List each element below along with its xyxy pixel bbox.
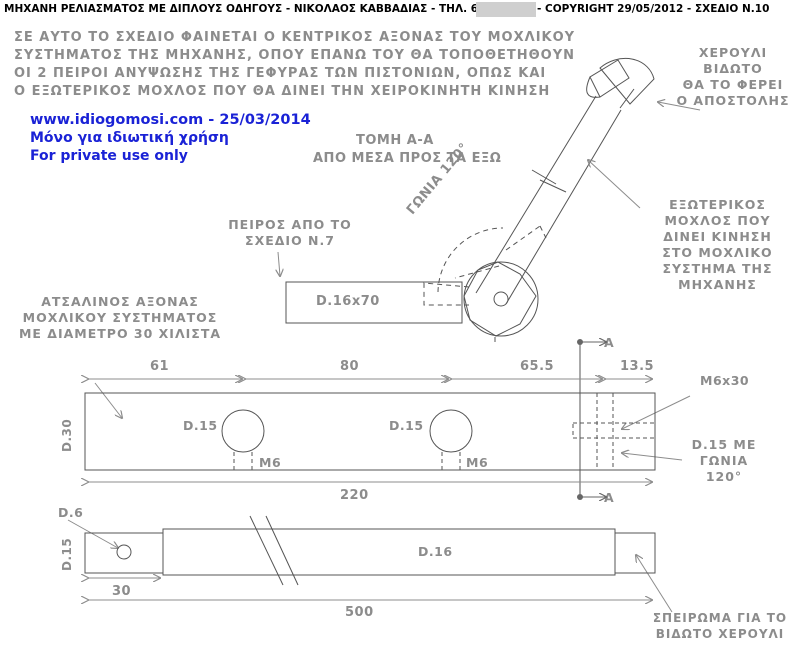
intro-line: ΣΕ ΑΥΤΟ ΤΟ ΣΧΕΔΙΟ ΦΑΙΝΕΤΑΙ Ο ΚΕΝΤΡΙΚΟΣ Α… xyxy=(14,30,576,45)
note-line: ΓΩΝΙΑ xyxy=(699,453,749,468)
thread-m6-1: M6 xyxy=(259,455,282,470)
lower-shaft xyxy=(84,515,656,586)
lever-note: ΕΞΩΤΕΡΙΚΟΣ ΜΟΧΛΟΣ ΠΟΥ ΔΙΝΕΙ ΚΙΝΗΣΗ ΣΤΟ Μ… xyxy=(655,197,780,293)
note-line: ΜΕ ΔΙΑΜΕΤΡΟ 30 ΧΙΛΙΣΤΑ xyxy=(18,326,222,341)
header-title: ΜΗΧΑΝΗ ΡΕΛΙΑΣΜΑΤΟΣ ΜΕ ΔΙΠΛΟΥΣ ΟΔΗΓΟΥΣ - … xyxy=(4,3,486,15)
note-line: ΑΤΣΑΛΙΝΟΣ ΑΞΟΝΑΣ xyxy=(41,294,199,309)
note-line: ΕΞΩΤΕΡΙΚΟΣ xyxy=(669,197,766,212)
dim-65-5: 65.5 xyxy=(520,359,555,374)
section-subtitle: ΑΠΟ ΜΕΣΑ ΠΡΟΣ ΤΑ ΕΞΩ xyxy=(313,151,502,166)
note-line: ΣΤΟ ΜΟΧΛΙΚΟ xyxy=(662,245,773,260)
shaft-leader xyxy=(94,382,122,418)
note-line: Ο ΑΠΟΣΤΟΛΗΣ xyxy=(676,93,790,108)
thread-m6-2: M6 xyxy=(466,455,489,470)
lever-ghost-position xyxy=(423,225,547,306)
dim-80: 80 xyxy=(340,359,360,374)
pin-leader xyxy=(278,251,280,276)
header-copyright: - COPYRIGHT 29/05/2012 - ΣΧΕΔΙΟ Ν.10 xyxy=(537,3,770,15)
pin-label: D.16x70 xyxy=(316,294,380,309)
pin-outline xyxy=(285,281,463,324)
hole-2-label: D.15 xyxy=(389,418,424,433)
d6-leader xyxy=(67,519,118,548)
intro-line: ΟΙ 2 ΠΕΙΡΟΙ ΑΝΥΨΩΣΗΣ ΤΗΣ ΓΕΦΥΡΑΣ ΤΩΝ ΠΙΣ… xyxy=(14,66,547,81)
intro-line: ΣΥΣΤΗΜΑΤΟΣ ΤΗΣ ΜΗΧΑΝΗΣ, ΟΠΟΥ ΕΠΑΝΩ ΤΟΥ Θ… xyxy=(14,48,576,63)
note-line: ΘΑ ΤΟ ΦΕΡΕΙ xyxy=(682,77,784,92)
section-line xyxy=(577,339,606,500)
lever-arm xyxy=(475,95,622,305)
dim-d16: D.16 xyxy=(418,544,453,559)
dim-d6: D.6 xyxy=(58,505,84,520)
main-shaft xyxy=(84,392,656,471)
note-line: ΣΧΕΔΙΟ Ν.7 xyxy=(245,233,335,248)
note-line: D.15 ΜΕ xyxy=(691,437,757,452)
handle-leader xyxy=(658,102,701,111)
note-line: 120° xyxy=(705,469,743,484)
dim-61: 61 xyxy=(150,359,170,374)
dim-220: 220 xyxy=(340,488,369,503)
note-line: ΣΥΣΤΗΜΑ ΤΗΣ xyxy=(662,261,773,276)
note-line: ΠΕΙΡΟΣ ΑΠΟ ΤΟ xyxy=(228,217,352,232)
shaft-note: ΑΤΣΑΛΙΝΟΣ ΑΞΟΝΑΣ ΜΟΧΛΙΚΟΥ ΣΥΣΤΗΜΑΤΟΣ ΜΕ … xyxy=(15,294,225,342)
note-line: ΒΙΔΩΤΟ ΧΕΡΟΥΛΙ xyxy=(655,627,785,641)
note-line: ΣΠΕΙΡΩΜΑ ΓΙΑ ΤΟ xyxy=(652,611,788,625)
thread-m6x30: M6x30 xyxy=(700,373,750,388)
website-link[interactable]: www.idiogomosi.com - 25/03/2014 xyxy=(30,112,311,128)
section-marker-bottom: A xyxy=(604,490,615,505)
lever-handle xyxy=(586,57,655,109)
dim-30: 30 xyxy=(112,584,132,599)
top-dimensions xyxy=(88,379,652,482)
lever-leader xyxy=(588,160,641,209)
private-use-english: For private use only xyxy=(30,148,188,164)
intro-line: Ο ΕΞΩΤΕΡΙΚΟΣ ΜΟΧΛΟΣ ΠΟΥ ΘΑ ΔΙΝΕΙ ΤΗΝ ΧΕΙ… xyxy=(14,84,551,99)
thread-leader xyxy=(636,555,673,613)
dim-13-5: 13.5 xyxy=(620,359,655,374)
intro-text: ΣΕ ΑΥΤΟ ΤΟ ΣΧΕΔΙΟ ΦΑΙΝΕΤΑΙ Ο ΚΕΝΤΡΙΚΟΣ Α… xyxy=(14,29,575,101)
note-line: ΜΟΧΛΙΚΟΥ ΣΥΣΤΗΜΑΤΟΣ xyxy=(22,310,218,325)
note-line: ΜΗΧΑΝΗΣ xyxy=(678,277,757,292)
handle-note: ΧΕΡΟΥΛΙ ΒΙΔΩΤΟ ΘΑ ΤΟ ΦΕΡΕΙ Ο ΑΠΟΣΤΟΛΗΣ xyxy=(668,45,798,109)
hole-3-note: D.15 ΜΕ ΓΩΝΙΑ 120° xyxy=(676,437,772,485)
bottom-dimensions xyxy=(88,578,652,600)
redacted-phone xyxy=(476,2,536,17)
note-line: ΜΟΧΛΟΣ ΠΟΥ xyxy=(664,213,771,228)
section-title: ΤΟΜΗ Α-Α xyxy=(356,133,434,148)
note-line: ΒΙΔΩΤΟ xyxy=(703,61,763,76)
hole3-leader xyxy=(622,453,683,461)
thread-note: ΣΠΕΙΡΩΜΑ ΓΙΑ ΤΟ ΒΙΔΩΤΟ ΧΕΡΟΥΛΙ xyxy=(645,610,795,642)
section-marker-top: A xyxy=(604,335,615,350)
m6x30-leader xyxy=(622,395,691,429)
dim-500: 500 xyxy=(345,605,374,620)
private-use-greek: Μόνο για ιδιωτική χρήση xyxy=(30,130,229,146)
hole-1-label: D.15 xyxy=(183,418,218,433)
angle-arc xyxy=(437,227,504,293)
note-line: ΔΙΝΕΙ ΚΙΝΗΣΗ xyxy=(663,229,772,244)
lever-hub xyxy=(463,261,539,342)
pin-note: ΠΕΙΡΟΣ ΑΠΟ ΤΟ ΣΧΕΔΙΟ Ν.7 xyxy=(220,217,360,249)
note-line: ΧΕΡΟΥΛΙ xyxy=(698,45,768,60)
header-title-line: ΜΗΧΑΝΗ ΡΕΛΙΑΣΜΑΤΟΣ ΜΕ ΔΙΠΛΟΥΣ ΟΔΗΓΟΥΣ - … xyxy=(4,3,485,15)
